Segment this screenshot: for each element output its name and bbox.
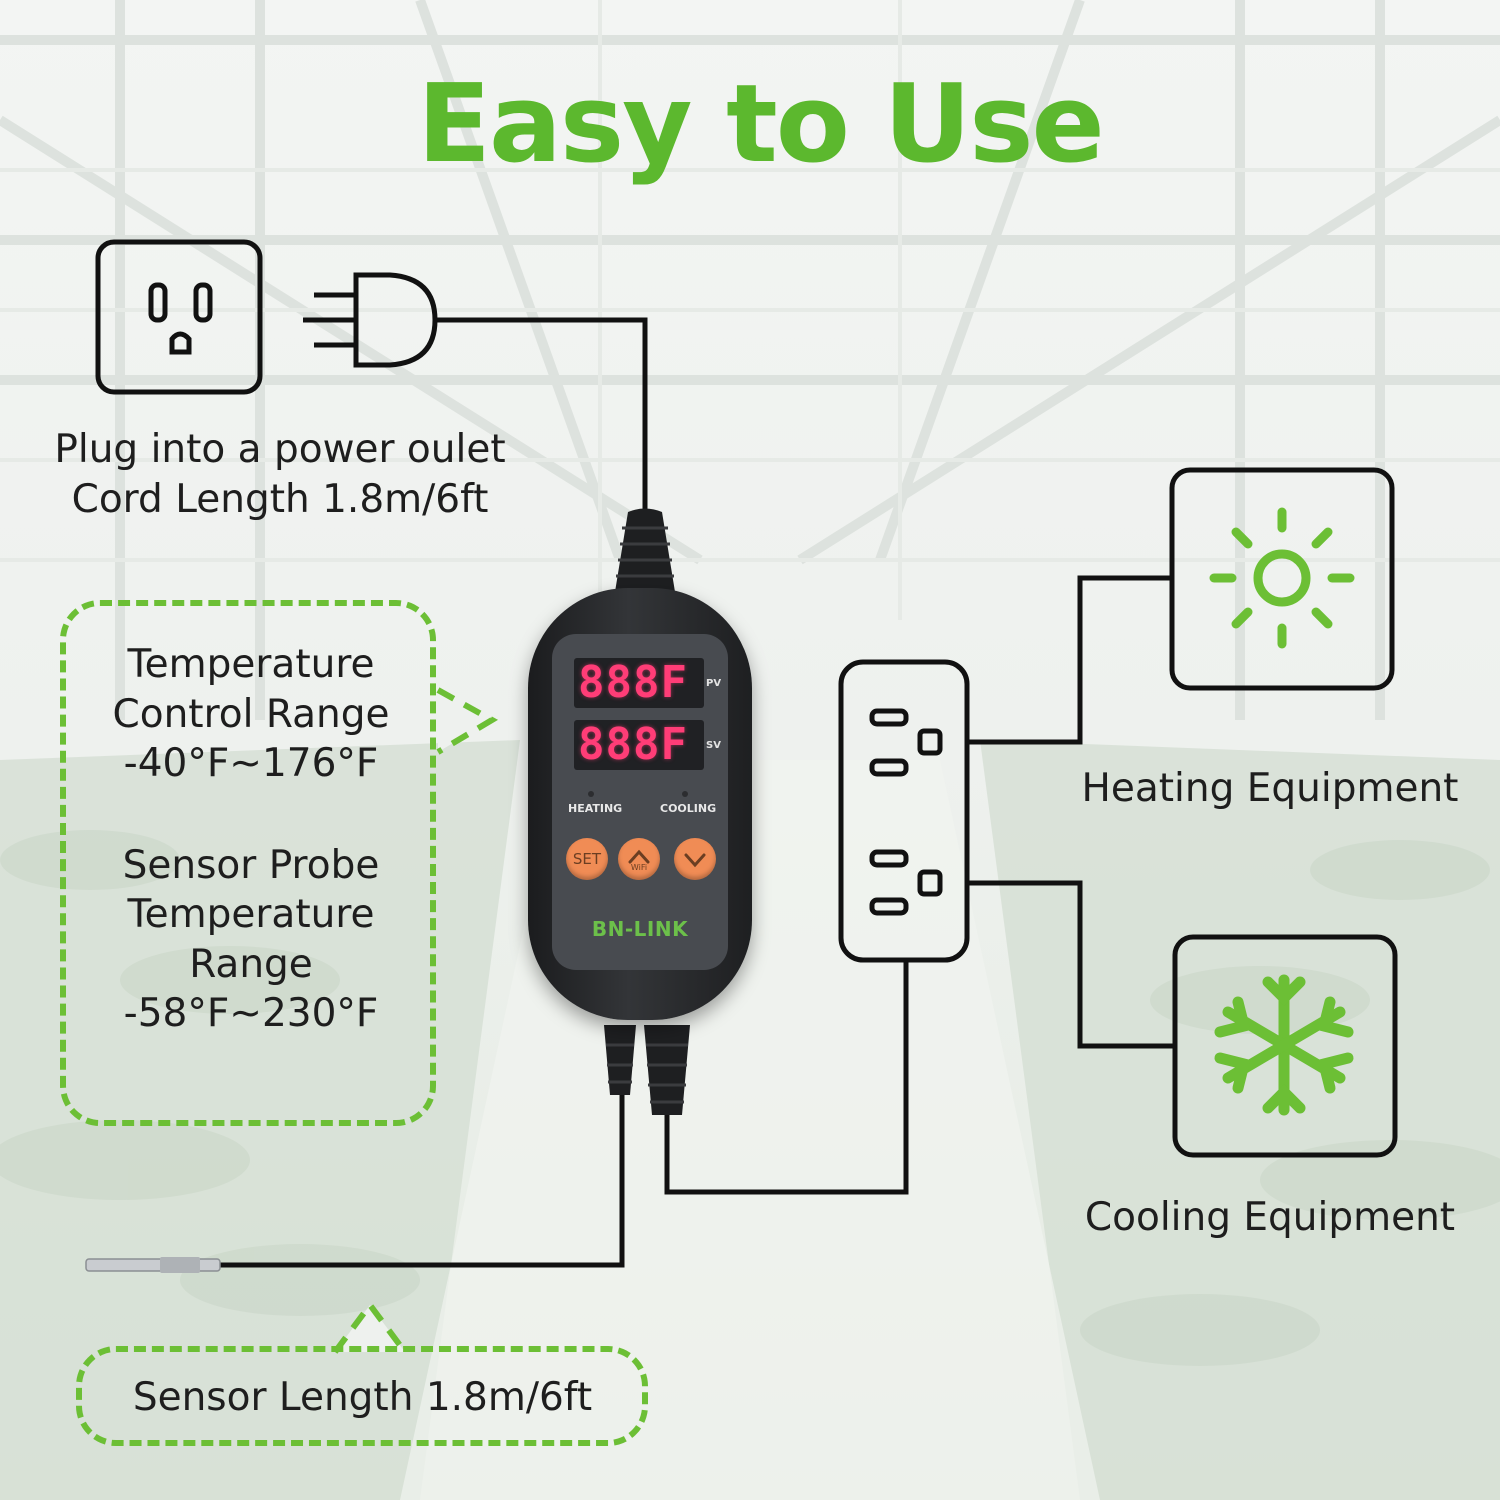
heating-connector (968, 575, 1172, 745)
heating-equipment-label: Heating Equipment (1081, 766, 1459, 811)
chevron-down-icon (684, 853, 706, 868)
power-plug-icon (303, 272, 438, 368)
temperature-range-text: Temperature Control Range -40°F~176°F Se… (66, 640, 436, 1039)
sv-tag: SV (706, 740, 721, 751)
cord-strain-relief-bottom (604, 1025, 690, 1115)
pv-display: 888F (574, 658, 704, 708)
cord-strain-relief-top (614, 508, 676, 598)
sun-icon (1209, 507, 1355, 649)
heating-equipment-box (1169, 467, 1395, 691)
cooling-equipment-label: Cooling Equipment (1084, 1195, 1456, 1240)
probe-range-value: -58°F~230°F (123, 991, 379, 1037)
controller-face: 888F PV 888F SV HEATING COOLING SET WiFi… (552, 634, 728, 970)
power-strip-icon (838, 659, 970, 963)
temperature-range-callout (60, 600, 436, 1126)
control-range-line1: Temperature (127, 642, 375, 687)
cooling-equipment-box (1172, 934, 1398, 1158)
sv-display: 888F (574, 720, 704, 770)
page-title: Easy to Use (417, 62, 1105, 187)
heating-mode-label: HEATING (568, 802, 623, 815)
sensor-length-callout (76, 1346, 648, 1446)
set-button[interactable]: SET (566, 838, 608, 880)
sensor-box-pointer (332, 1299, 408, 1354)
heating-led (588, 791, 594, 797)
control-range-value: -40°F~176°F (123, 741, 379, 787)
cooling-led (682, 791, 688, 797)
plug-caption-line2: Cord Length 1.8m/6ft (71, 476, 489, 522)
cooling-mode-label: COOLING (660, 802, 717, 815)
wall-outlet-icon (95, 239, 263, 395)
range-box-pointer (436, 687, 499, 755)
plug-caption: Plug into a power oulet Cord Length 1.8m… (20, 425, 540, 524)
temperature-controller: 888F PV 888F SV HEATING COOLING SET WiFi… (528, 588, 752, 1020)
temperature-probe-icon (85, 1257, 221, 1273)
power-cord (435, 317, 648, 520)
probe-range-line2: Temperature (127, 892, 375, 938)
probe-range-line1: Sensor Probe (122, 842, 380, 888)
plug-caption-line1: Plug into a power oulet (54, 427, 506, 472)
wifi-label: WiFi (630, 863, 648, 872)
up-wifi-button[interactable]: WiFi (618, 838, 660, 880)
pv-tag: PV (706, 678, 722, 689)
down-button[interactable] (674, 838, 716, 880)
output-cord (664, 962, 909, 1195)
chevron-up-icon (628, 849, 650, 864)
brand-logo: BN-LINK (591, 917, 689, 941)
cooling-connector (968, 880, 1175, 1049)
probe-range-line3: Range (189, 941, 313, 987)
sensor-cable (220, 1095, 625, 1268)
sensor-length-label: Sensor Length 1.8m/6ft (132, 1375, 593, 1420)
snowflake-icon (1214, 974, 1354, 1116)
control-range-line2: Control Range (112, 691, 390, 737)
